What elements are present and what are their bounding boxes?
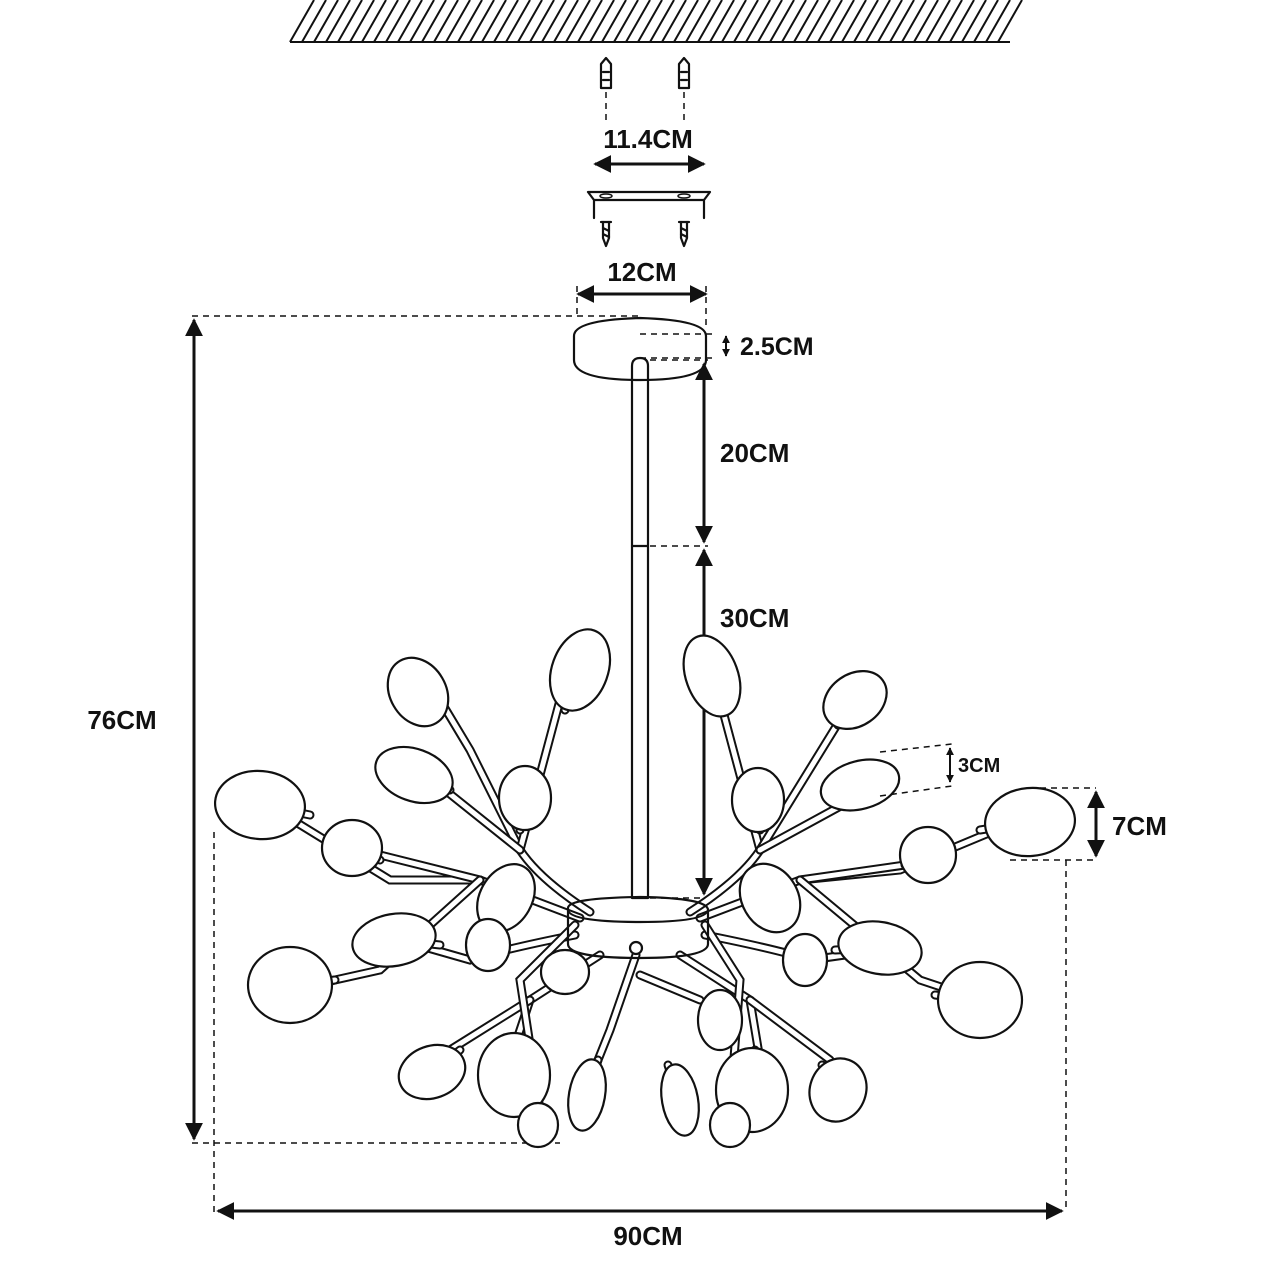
bulb-icon [781,932,829,988]
bulb-icon [516,1101,560,1149]
bulb-icon [660,1060,700,1137]
wall-anchor-icon [677,56,691,120]
bulb-icon [548,628,612,715]
bulb-icon [464,917,512,973]
bulb-icon [567,1055,607,1132]
ceiling-hatch-icon [289,0,1023,43]
chandelier-bulbs [213,628,1077,1149]
rod-upper-label: 20CM [720,438,789,468]
branch-arm-fill [747,997,833,1063]
mounting-bracket-icon [586,190,712,220]
anchor-spacing-label: 11.4CM [603,124,693,154]
bulb-icon [708,1101,752,1149]
bulb-icon [320,818,385,878]
bulb-icon [386,656,450,728]
branch-arm-fill [637,972,703,1003]
bulb-width-label: 3CM [958,755,1000,777]
total-height-label: 76CM [87,705,156,735]
mount-width-label: 12CM [607,257,676,287]
bulb-icon [539,948,591,996]
chandelier-hub [566,895,710,960]
branch-arm-fill [447,997,533,1053]
bulb-icon [696,988,744,1052]
bulb-icon [682,634,742,718]
bulb-height-label: 7CM [1112,811,1167,841]
ceiling-canopy [572,316,708,382]
chandelier-branches [255,655,1025,1115]
bulb-icon [374,745,455,805]
bulb-icon [246,945,340,1025]
bulb-icon [497,764,553,835]
suspension-rod [630,356,650,900]
bulb-icon [930,960,1024,1040]
canopy-height-label: 2.5CM [740,333,814,361]
bulb-icon [351,912,445,968]
screw-icon [677,220,691,248]
wall-anchor-icon [599,56,613,120]
bulb-icon [476,1031,552,1119]
bulb-icon [898,825,958,885]
total-width-label: 90CM [613,1221,682,1251]
bulb-icon [730,766,786,835]
bulb-icon [975,786,1077,858]
bulb-icon [819,758,901,812]
bulb-icon [213,769,315,841]
bulb-icon [397,1043,467,1101]
screw-icon [599,220,613,248]
rod-lower-label: 30CM [720,603,789,633]
bulb-icon [808,1057,868,1123]
bulb-icon [830,920,923,976]
bulb-icon [738,862,802,934]
bulb-icon [822,670,888,730]
